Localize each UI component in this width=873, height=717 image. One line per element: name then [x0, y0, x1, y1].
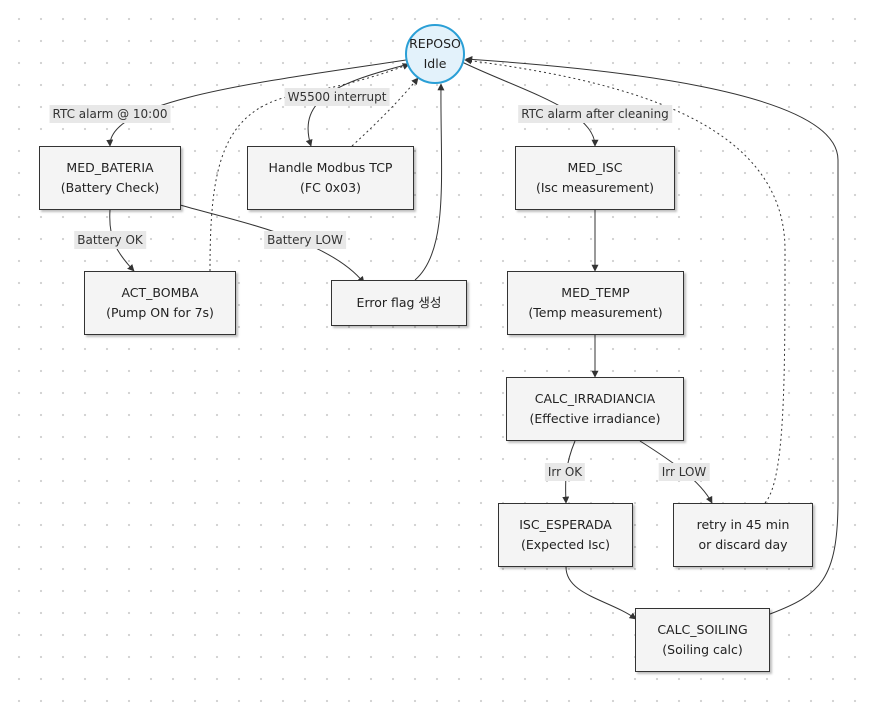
node-med-bateria: MED_BATERIA (Battery Check)	[39, 146, 181, 210]
node-isc-esperada-subtitle: (Expected Isc)	[520, 537, 611, 552]
edge-label-irr-ok: Irr OK	[544, 463, 586, 481]
node-calc-soiling: CALC_SOILING (Soiling calc)	[635, 608, 770, 672]
edge-label-irr-low: Irr LOW	[658, 463, 710, 481]
edge-retry-to-reposo	[464, 57, 786, 504]
node-handle-modbus-subtitle: (FC 0x03)	[300, 180, 361, 195]
edge-reposo-to-med-bateria	[106, 59, 407, 147]
node-reposo-subtitle: Idle	[423, 56, 447, 71]
edge-label-rtc-cleaning: RTC alarm after cleaning	[518, 105, 672, 123]
node-retry-title: retry in 45 min	[696, 517, 790, 532]
edge-label-rtc-1000: RTC alarm @ 10:00	[49, 105, 171, 123]
node-act-bomba-title: ACT_BOMBA	[121, 285, 199, 300]
node-med-temp-subtitle: (Temp measurement)	[528, 305, 663, 320]
node-med-bateria-subtitle: (Battery Check)	[60, 180, 160, 195]
node-calc-irradiancia: CALC_IRRADIANCIA (Effective irradiance)	[506, 377, 684, 441]
node-med-isc-subtitle: (Isc measurement)	[535, 180, 654, 195]
node-med-isc-title: MED_ISC	[567, 160, 623, 175]
node-isc-esperada-title: ISC_ESPERADA	[519, 517, 612, 532]
node-calc-soiling-subtitle: (Soiling calc)	[662, 642, 743, 657]
node-retry: retry in 45 min or discard day	[673, 503, 813, 567]
edge-label-battery-ok: Battery OK	[74, 231, 146, 249]
node-error-flag-title: Error flag 생성	[356, 295, 442, 310]
edge-error-to-reposo	[414, 83, 445, 281]
edge-modbus-to-reposo	[351, 77, 419, 147]
node-act-bomba: ACT_BOMBA (Pump ON for 7s)	[84, 271, 236, 335]
edge-label-battery-low: Battery LOW	[264, 231, 346, 249]
node-reposo: REPOSO Idle	[405, 24, 465, 84]
node-error-flag: Error flag 생성	[331, 280, 467, 326]
node-handle-modbus-title: Handle Modbus TCP	[268, 160, 393, 175]
node-med-bateria-title: MED_BATERIA	[66, 160, 154, 175]
node-med-temp-title: MED_TEMP	[561, 285, 630, 300]
node-med-temp: MED_TEMP (Temp measurement)	[507, 271, 684, 335]
edge-label-w5500: W5500 interrupt	[284, 88, 390, 106]
node-isc-esperada: ISC_ESPERADA (Expected Isc)	[498, 503, 633, 567]
node-calc-irradiancia-subtitle: (Effective irradiance)	[529, 411, 661, 426]
node-reposo-title: REPOSO	[409, 36, 461, 51]
node-handle-modbus: Handle Modbus TCP (FC 0x03)	[247, 146, 414, 210]
edge-soiling-to-reposo	[465, 55, 839, 615]
node-act-bomba-subtitle: (Pump ON for 7s)	[106, 305, 214, 320]
edge-isc-esperada-to-soiling	[565, 566, 637, 620]
node-med-isc: MED_ISC (Isc measurement)	[515, 146, 675, 210]
node-calc-soiling-title: CALC_SOILING	[657, 622, 748, 637]
node-calc-irradiancia-title: CALC_IRRADIANCIA	[534, 391, 656, 406]
edge-reposo-to-med-isc	[461, 61, 599, 147]
edge-bomba-to-reposo	[209, 63, 410, 272]
node-retry-subtitle: or discard day	[698, 537, 788, 552]
